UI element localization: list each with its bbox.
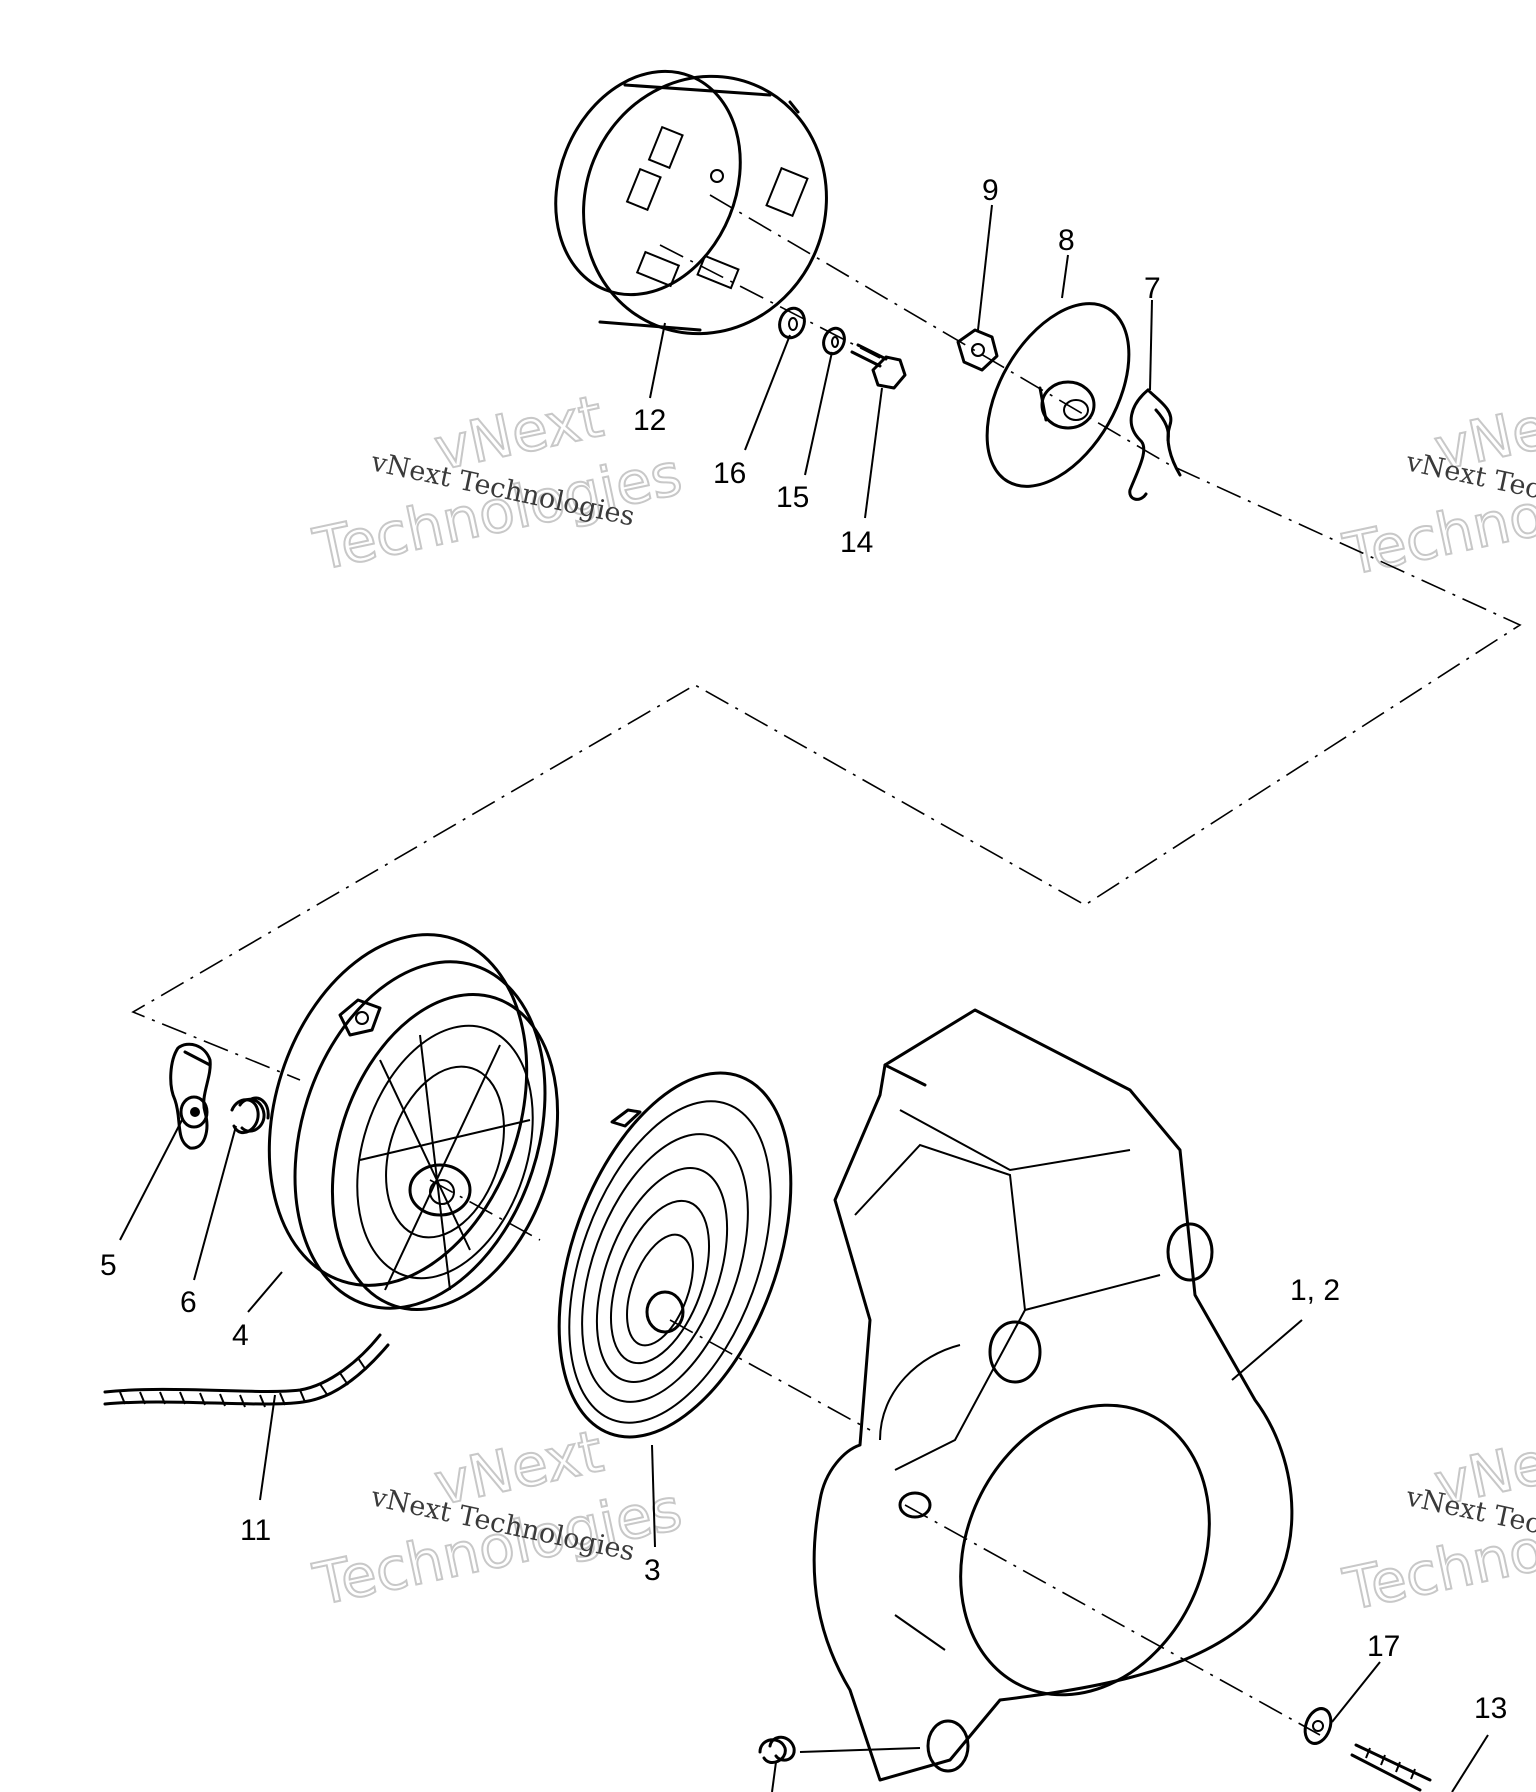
- callout-17: 17: [1367, 1630, 1400, 1663]
- leader-3: [651, 1444, 656, 1548]
- part-13-bolt: [1350, 1743, 1432, 1792]
- leader-12: [649, 322, 666, 399]
- callout-13: 13: [1474, 1692, 1507, 1725]
- part-16-washer: [778, 306, 806, 340]
- leader-5: [119, 1119, 183, 1241]
- part-17-washer: [1303, 1707, 1333, 1745]
- callout-14: 14: [840, 526, 873, 559]
- leader-17: [1331, 1661, 1381, 1723]
- callout-3: 3: [644, 1554, 661, 1587]
- callout-7: 7: [1144, 272, 1161, 305]
- part-15-lock-washer: [822, 326, 846, 356]
- part-3-recoil-spring: [557, 1071, 793, 1439]
- leader-9: [977, 204, 993, 331]
- part-14-bolt: [850, 343, 907, 390]
- part-6-pawl-spring: [230, 1096, 270, 1134]
- callout-5: 5: [100, 1249, 117, 1282]
- callout-9: 9: [982, 174, 999, 207]
- axis-upper: [131, 194, 1522, 1081]
- leader-6: [193, 1125, 237, 1281]
- part-1-2-starter-housing: [812, 1008, 1294, 1782]
- leader-spring: [771, 1761, 777, 1792]
- callout-11: 11: [240, 1514, 271, 1547]
- leader-11: [259, 1394, 276, 1501]
- watermark-bottom-left: vNext Technologies vNext Technologies: [307, 1416, 689, 1620]
- axis-spring-housing: [669, 1319, 871, 1431]
- watermark-top-left: vNext Technologies vNext Technologies: [307, 381, 689, 585]
- leader-lines: [119, 204, 1489, 1792]
- axis-ring-washers: [659, 244, 881, 359]
- leader-15: [804, 351, 833, 476]
- part-12-ratchet-cup: [554, 69, 828, 336]
- axis-housing-bolt: [904, 1504, 1321, 1736]
- callout-16: 16: [713, 457, 746, 490]
- leader-1-2: [1231, 1319, 1303, 1381]
- leader-14: [864, 387, 883, 519]
- housing-spring: [758, 1735, 921, 1764]
- part-5-pawl: [169, 1042, 212, 1150]
- leader-16: [744, 334, 791, 451]
- callout-4: 4: [232, 1319, 249, 1352]
- callout-6: 6: [180, 1286, 197, 1319]
- callout-1-2: 1, 2: [1290, 1274, 1340, 1307]
- part-9-nut: [956, 328, 999, 372]
- leader-4: [247, 1271, 283, 1313]
- watermark-top-right: vNext Technologies vNext Technologies: [1337, 381, 1536, 590]
- assembly-axis-lines: [131, 194, 1522, 1736]
- callout-labels: 12 16 15 14 9 8 7 5 6 4 11 3 1, 2 17 13: [100, 174, 1507, 1725]
- callout-12: 12: [633, 404, 666, 437]
- part-4-pulley-reel: [267, 933, 560, 1312]
- leader-8: [1061, 254, 1069, 299]
- part-7-retainer-clip: [1128, 388, 1182, 501]
- watermark-bottom-right: vNext Technologies vNext Technologies: [1337, 1416, 1536, 1625]
- callout-8: 8: [1058, 224, 1075, 257]
- part-11-starter-rope: [103, 1333, 390, 1408]
- callout-15: 15: [776, 481, 809, 514]
- leader-13: [1451, 1734, 1489, 1792]
- leader-7: [1149, 299, 1153, 391]
- part-8-ratchet-plate: [985, 302, 1131, 488]
